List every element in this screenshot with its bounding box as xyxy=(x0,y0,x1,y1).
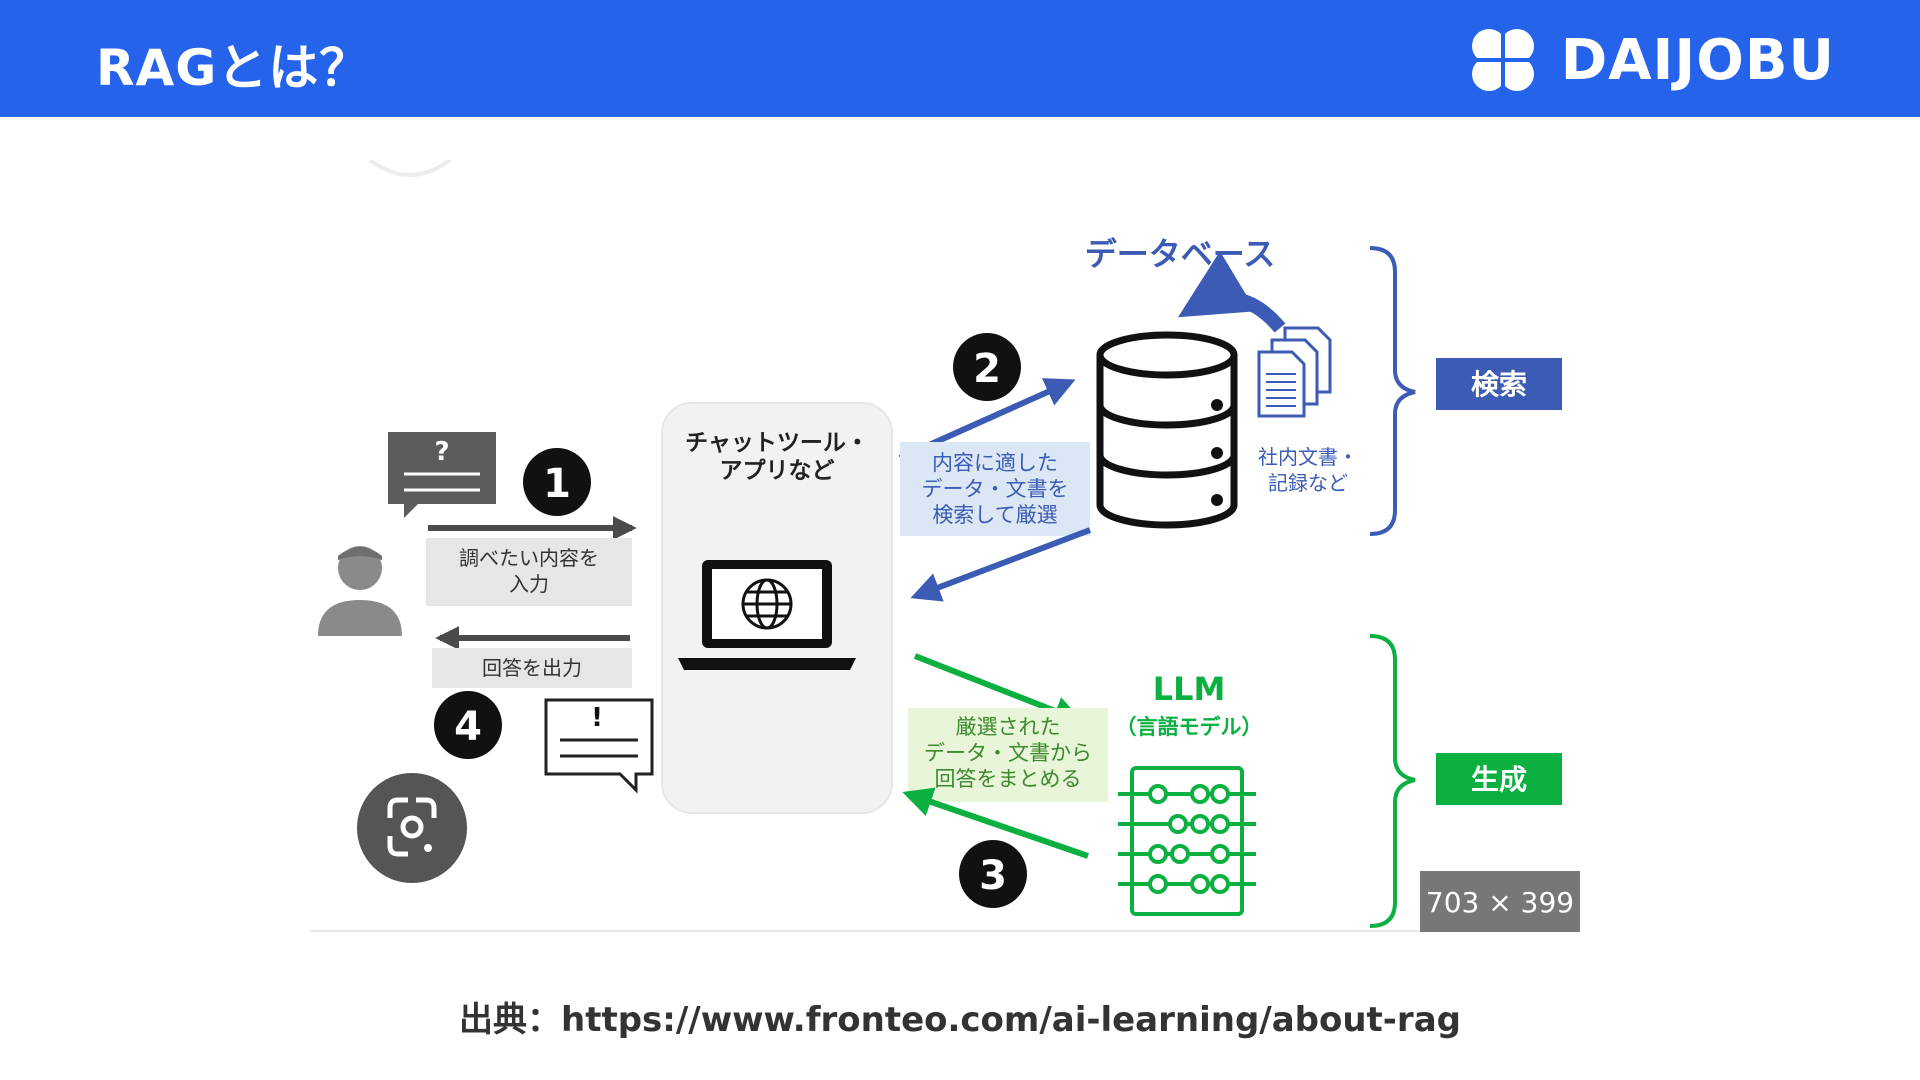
llm-to-app-arrow xyxy=(902,787,1089,859)
source-citation: 出典：https://www.fronteo.com/ai-learning/a… xyxy=(459,1000,1461,1040)
search-tag-box xyxy=(1436,358,1562,410)
step-3-label-line1: 厳選された xyxy=(956,715,1061,739)
page-title: RAGとは？ xyxy=(96,39,371,97)
docs-label-line1: 社内文書・ xyxy=(1258,445,1358,469)
document-stack-icon xyxy=(1257,326,1332,418)
database-icon xyxy=(1096,331,1238,529)
database-title: データベース xyxy=(1085,235,1275,273)
step-3-number: 3 xyxy=(979,853,1007,899)
step-2-label-line2: データ・文書を xyxy=(922,477,1069,501)
search-bracket xyxy=(1369,246,1416,536)
lens-icon xyxy=(387,797,437,857)
step-4-badge xyxy=(434,691,502,759)
header-bar: RAGとは？ DAIJOBU xyxy=(0,0,1920,117)
step-2-number: 2 xyxy=(973,346,1001,392)
step-3-label-line3: 回答をまとめる xyxy=(935,767,1082,791)
llm-subtitle: （言語モデル） xyxy=(1116,715,1263,739)
decorative-arc xyxy=(368,158,452,177)
step-3-badge xyxy=(959,840,1027,908)
db-to-app-arrow xyxy=(910,527,1092,602)
logo-icon xyxy=(1470,28,1535,92)
exclamation-mark: ! xyxy=(591,703,603,733)
image-size-badge xyxy=(1420,871,1580,932)
lens-button[interactable] xyxy=(357,773,467,883)
user-icon xyxy=(318,546,402,636)
step-4-label: 回答を出力 xyxy=(482,656,582,680)
step-1-label-line1: 調べたい内容を xyxy=(459,546,599,570)
neural-network-icon xyxy=(1118,766,1256,916)
step-4-number: 4 xyxy=(454,704,482,750)
answer-bubble-icon: ! xyxy=(544,698,654,794)
step-2-label-line3: 検索して厳選 xyxy=(932,503,1057,527)
step-1-badge xyxy=(523,448,591,516)
step-2-label-line1: 内容に適した xyxy=(932,451,1058,475)
generate-tag-box xyxy=(1436,753,1562,805)
logo-text: DAIJOBU xyxy=(1560,27,1835,93)
docs-label-line2: 記録など xyxy=(1268,471,1348,495)
step-4-label-box xyxy=(432,648,632,688)
llm-title: LLM xyxy=(1153,670,1226,708)
rag-diagram: データベース 社内文書・ 記録など xyxy=(310,158,1580,932)
question-mark: ? xyxy=(434,437,449,467)
chat-tool-line2: アプリなど xyxy=(720,458,835,484)
image-size-text: 703 × 399 xyxy=(1426,886,1574,919)
step-1-label-box xyxy=(426,538,632,606)
step-1-label-line2: 入力 xyxy=(509,572,549,596)
docs-to-db-arrow xyxy=(1177,251,1286,333)
brand-logo: DAIJOBU xyxy=(1467,24,1835,96)
search-tag: 検索 xyxy=(1471,368,1527,401)
step-3-label-box xyxy=(908,708,1108,802)
generate-tag: 生成 xyxy=(1471,763,1527,796)
chat-tool-line1: チャットツール・ xyxy=(685,430,869,456)
step-3-label-line2: データ・文書から xyxy=(924,741,1092,765)
rag-diagram-svg: データベース 社内文書・ 記録など xyxy=(310,158,1580,932)
question-bubble-icon: ? xyxy=(388,432,496,518)
generate-bracket xyxy=(1369,634,1416,928)
step-1-number: 1 xyxy=(543,461,571,507)
step-2-label-box xyxy=(900,442,1090,536)
globe-icon xyxy=(741,578,793,630)
step-2-badge xyxy=(953,333,1021,401)
